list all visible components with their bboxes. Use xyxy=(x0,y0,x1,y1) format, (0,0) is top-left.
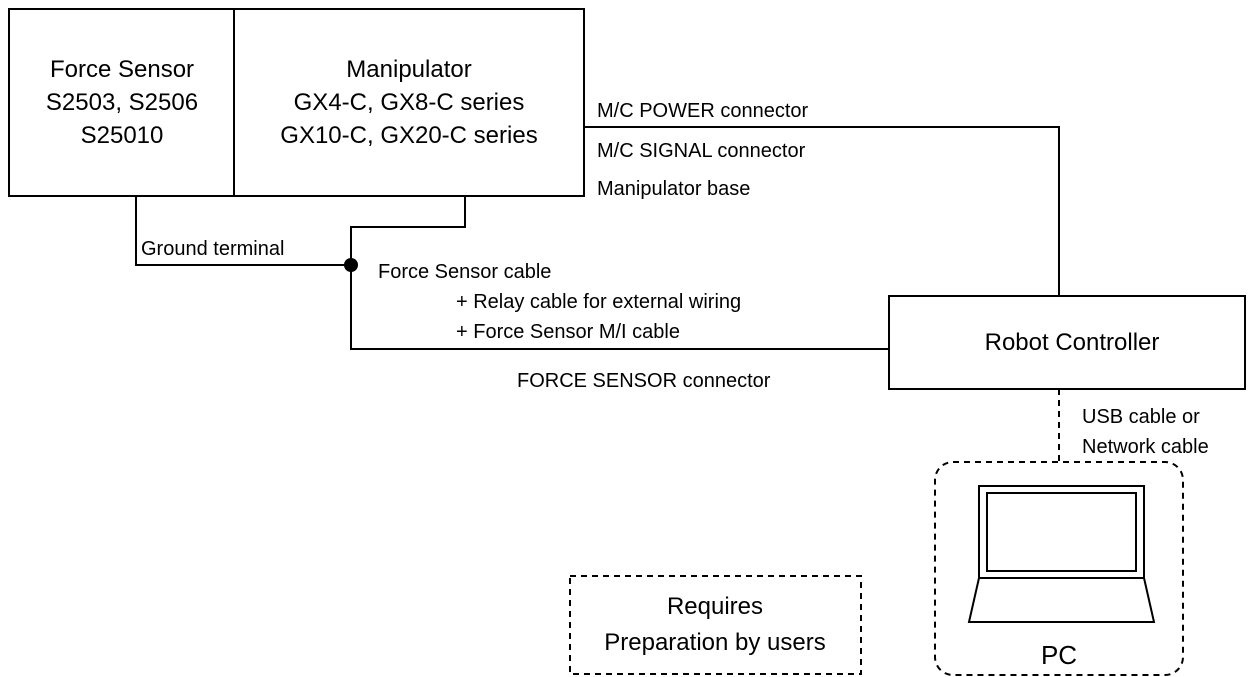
mc-signal-connector-label: M/C SIGNAL connector xyxy=(597,140,806,162)
manipulator-title: Manipulator xyxy=(346,56,471,83)
manipulator-box: Manipulator GX4-C, GX8-C series GX10-C, … xyxy=(233,8,585,197)
pc-label: PC xyxy=(1041,640,1077,670)
legend-line-1: Requires xyxy=(667,593,763,620)
manipulator-series-1: GX4-C, GX8-C series xyxy=(294,89,525,116)
manipulator-controller-cable xyxy=(584,126,1060,296)
force-sensor-connector-label: FORCE SENSOR connector xyxy=(517,370,771,392)
ground-wiring xyxy=(135,196,889,350)
network-cable-label: Network cable xyxy=(1082,436,1209,458)
pc-group: PC xyxy=(934,461,1184,676)
manipulator-base-label: Manipulator base xyxy=(597,178,750,200)
robot-controller-label: Robot Controller xyxy=(985,329,1160,356)
force-sensor-box: Force Sensor S2503, S2506 S25010 xyxy=(8,8,235,197)
usb-cable-label: USB cable or xyxy=(1082,406,1200,428)
relay-cable-label: + Relay cable for external wiring xyxy=(456,291,741,313)
ground-terminal-label: Ground terminal xyxy=(141,238,284,260)
robot-controller-box: Robot Controller xyxy=(888,295,1246,390)
force-sensor-models-2: S25010 xyxy=(81,122,164,149)
laptop-icon xyxy=(967,485,1156,623)
force-sensor-models-1: S2503, S2506 xyxy=(46,89,198,116)
manipulator-series-2: GX10-C, GX20-C series xyxy=(280,122,537,149)
force-sensor-mi-cable-label: + Force Sensor M/I cable xyxy=(456,321,680,343)
legend-box: Requires Preparation by users xyxy=(569,575,862,675)
mc-power-connector-label: M/C POWER connector xyxy=(597,100,809,122)
force-sensor-title: Force Sensor xyxy=(50,56,194,83)
force-sensor-cable-label: Force Sensor cable xyxy=(378,261,551,283)
legend-line-2: Preparation by users xyxy=(604,629,825,656)
ground-junction-dot xyxy=(344,258,358,272)
